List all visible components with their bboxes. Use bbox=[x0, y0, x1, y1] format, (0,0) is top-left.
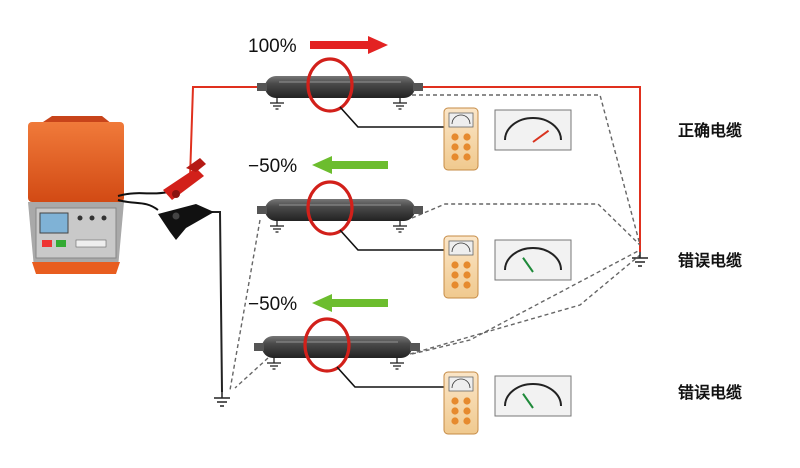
live-wire bbox=[189, 86, 262, 179]
current-clamp-icon bbox=[306, 57, 354, 113]
ground-icon bbox=[393, 97, 407, 110]
clamp-lead bbox=[336, 366, 444, 388]
ground-icon bbox=[390, 357, 404, 370]
ground-icon bbox=[632, 252, 648, 267]
ground-icon bbox=[214, 392, 230, 407]
clamp-lead bbox=[339, 229, 444, 251]
ground-icon bbox=[270, 97, 284, 110]
gauge-needle bbox=[532, 129, 550, 143]
ground-icon bbox=[393, 220, 407, 233]
arrow-right-icon bbox=[310, 36, 388, 54]
analog-gauge-icon bbox=[494, 109, 572, 151]
cable-icon bbox=[257, 76, 423, 98]
cable-status-label: 错误电缆 bbox=[678, 383, 742, 402]
tester-case-icon bbox=[28, 116, 124, 274]
ground-icon bbox=[270, 220, 284, 233]
arrow-left-icon bbox=[312, 156, 388, 174]
cable-icon bbox=[257, 199, 423, 221]
clamp-lead bbox=[339, 106, 444, 128]
percent-label: 100% bbox=[248, 36, 297, 57]
far-end-wire bbox=[415, 86, 641, 252]
earth-return-paths bbox=[229, 94, 641, 391]
return-wire bbox=[180, 211, 223, 393]
crocodile-clip-icon bbox=[163, 158, 206, 200]
cable-row: 100% 正确电缆 bbox=[248, 36, 742, 171]
handheld-meter-icon bbox=[443, 371, 479, 435]
arrow-left-icon bbox=[312, 294, 388, 312]
handheld-meter-icon bbox=[443, 107, 479, 171]
analog-gauge-icon bbox=[494, 239, 572, 281]
gauge-needle bbox=[522, 393, 534, 409]
ground-icon bbox=[267, 357, 281, 370]
current-clamp-icon bbox=[306, 180, 354, 236]
percent-label: −50% bbox=[248, 294, 297, 315]
tester-lead-black bbox=[117, 199, 159, 211]
percent-label: −50% bbox=[248, 156, 297, 177]
gauge-needle bbox=[522, 257, 534, 273]
tester-lead-red bbox=[117, 191, 169, 197]
handheld-meter-icon bbox=[443, 235, 479, 299]
current-clamp-icon bbox=[303, 317, 351, 373]
cable-icon bbox=[254, 336, 420, 358]
cable-row: −50% 错误电缆 bbox=[248, 294, 742, 435]
cable-status-label: 错误电缆 bbox=[678, 251, 742, 270]
analog-gauge-icon bbox=[494, 375, 572, 417]
crocodile-clip-icon bbox=[158, 204, 214, 240]
cable-row: −50% 错误电缆 bbox=[248, 156, 742, 299]
cable-status-label: 正确电缆 bbox=[678, 121, 742, 140]
